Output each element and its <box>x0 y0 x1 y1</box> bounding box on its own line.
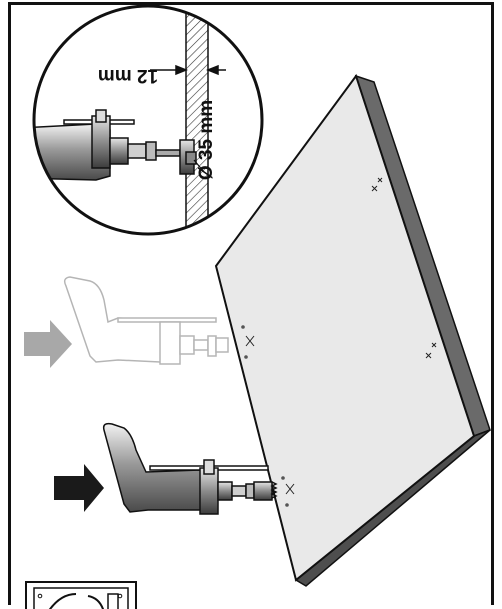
diameter-label: Ø 35 mm <box>196 100 217 180</box>
panel-icon <box>25 581 137 609</box>
depth-label: 12 mm <box>98 65 158 86</box>
drill-icon <box>102 422 278 515</box>
wall-section <box>185 6 209 234</box>
page-frame <box>8 2 494 605</box>
hole-dots <box>241 325 289 507</box>
detail-magnifier: 12 mm Ø 35 mm <box>32 4 264 236</box>
board-face <box>214 73 476 582</box>
ghost-drill <box>24 276 229 368</box>
active-drill <box>54 422 278 515</box>
depth-dimension <box>150 58 226 80</box>
arrow-right-icon <box>54 464 104 512</box>
magnifier-ring <box>32 4 264 236</box>
drill-icon <box>63 276 229 365</box>
hole-marks <box>245 177 437 495</box>
arrow-right-icon <box>24 320 72 368</box>
board-panel <box>214 73 491 587</box>
